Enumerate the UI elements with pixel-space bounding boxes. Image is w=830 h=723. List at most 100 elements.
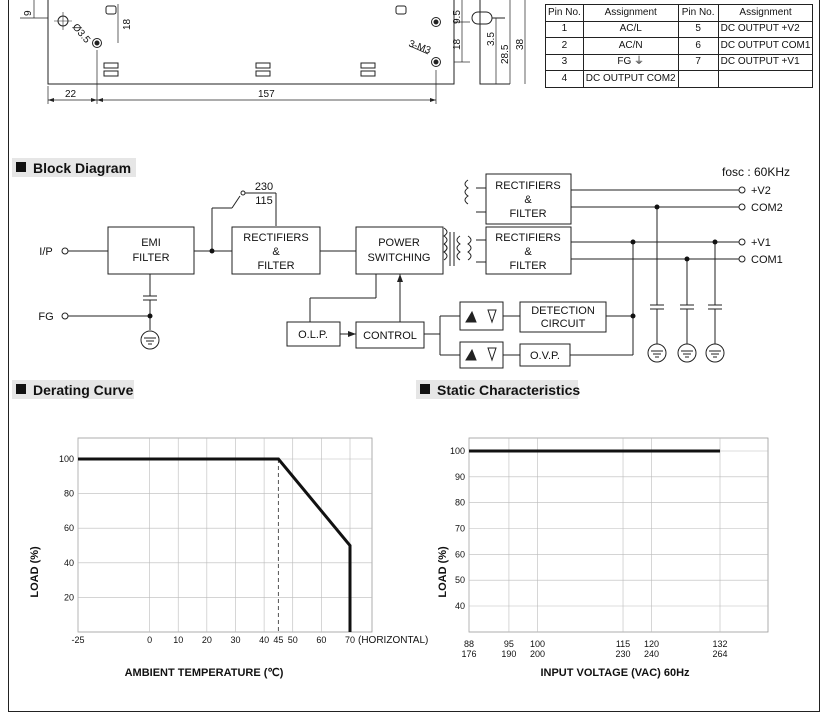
rect-out2-line2: & — [524, 246, 532, 258]
case-outline — [47, 0, 455, 85]
mechanical-labels: 9 18 9.5 3.5 18 28.5 38 22 157 Ø3.5 3-M3 — [23, 10, 526, 100]
spec-sheet-frame — [8, 0, 820, 712]
static-ytick-label: 70 — [455, 524, 465, 534]
dim-38: 38 — [515, 38, 526, 50]
power-line1: POWER — [378, 237, 420, 249]
assign-cell: AC/L — [582, 20, 679, 38]
assign-cell: DC OUTPUT +V2 — [717, 20, 814, 38]
dim-9-5: 9.5 — [452, 10, 463, 24]
derating-series-line — [78, 457, 352, 632]
static-title: Static Characteristics — [437, 382, 580, 398]
static-xtick-label-bottom: 230 — [616, 649, 631, 659]
switch-115-label: 115 — [255, 195, 273, 207]
screw-hole-2 — [431, 17, 441, 27]
derating-xtick-label: 20 — [202, 635, 212, 645]
assign-header-1: Assignment — [582, 4, 679, 22]
static-header: Static Characteristics — [416, 380, 580, 399]
pin-header-2: Pin No. — [677, 4, 719, 22]
rectifier-output-v1-box — [485, 226, 572, 275]
static-xlabel: INPUT VOLTAGE (VAC) 60Hz — [540, 667, 690, 679]
derating-header: Derating Curve — [12, 380, 134, 399]
power-switching-box — [355, 226, 444, 275]
rect-in-line2: & — [272, 246, 280, 258]
pin-cell — [677, 70, 719, 88]
static-xtick-label-top: 95 — [504, 639, 514, 649]
derating-xtick-label: 70 — [345, 635, 355, 645]
detection-line1: DETECTION — [531, 305, 595, 317]
switch-230-label: 230 — [255, 181, 273, 193]
static-xtick-label-bottom: 190 — [501, 649, 516, 659]
emi-line2: FILTER — [132, 252, 169, 264]
dim-9: 9 — [23, 10, 34, 16]
section-bullet — [16, 162, 26, 172]
hole-dim-label: Ø3.5 — [70, 22, 93, 46]
static-xtick-label-bottom: 200 — [530, 649, 545, 659]
table-row: 4 DC OUTPUT COM2 — [545, 70, 814, 88]
pin-header-1: Pin No. — [545, 4, 584, 22]
detection-circuit-box — [519, 301, 607, 333]
rect-in-line3: FILTER — [257, 260, 294, 272]
static-ytick-label: 40 — [455, 601, 465, 611]
static-plot-area — [468, 437, 769, 633]
static-chart: 4050607080901008817695190100200115230120… — [437, 437, 769, 679]
block-diagram-boxes — [107, 173, 607, 367]
fosc-label: fosc : 60KHz — [722, 165, 790, 179]
derating-xtick-label: -25 — [71, 635, 84, 645]
assign-cell: FG ⏚ — [582, 53, 679, 71]
block-diagram-dots — [147, 204, 718, 319]
control-label: CONTROL — [363, 330, 417, 342]
derating-xtick-label: 10 — [173, 635, 183, 645]
dim-28-5: 28.5 — [500, 44, 511, 64]
static-xtick-label-top: 115 — [616, 639, 630, 649]
ovp-label: O.V.P. — [530, 350, 560, 362]
static-ytick-label: 80 — [455, 498, 465, 508]
rect-out1-line3: FILTER — [509, 208, 546, 220]
mechanical-drawing — [20, 0, 526, 104]
pin-assignment-table: Pin No. Assignment Pin No. Assignment 1 … — [545, 4, 814, 88]
rectifier-input-box — [231, 226, 321, 275]
block-diagram-labels: I/P FG EMI FILTER 230 115 RECTIFIERS & F… — [38, 180, 782, 362]
rectifier-output-v2-box — [485, 173, 572, 225]
emi-filter-box — [107, 226, 195, 275]
static-xtick-label-top: 88 — [464, 639, 474, 649]
table-row: 1 AC/L 5 DC OUTPUT +V2 — [545, 20, 814, 38]
static-xtick-label-top: 132 — [712, 639, 727, 649]
v1-label: +V1 — [751, 237, 771, 249]
derating-plot-area — [77, 437, 373, 633]
power-line2: SWITCHING — [368, 252, 431, 264]
derating-x-suffix: (HORIZONTAL) — [358, 635, 428, 646]
assign-cell — [717, 70, 814, 88]
static-xtick-label-top: 120 — [644, 639, 659, 649]
rect-out2-line1: RECTIFIERS — [495, 232, 560, 244]
rect-out1-line1: RECTIFIERS — [495, 180, 560, 192]
com1-label: COM1 — [751, 254, 783, 266]
pin-cell: 3 — [545, 53, 584, 71]
dim-22: 22 — [65, 89, 77, 100]
derating-ytick-label: 100 — [59, 454, 74, 464]
pin-cell: 5 — [677, 20, 719, 38]
derating-xtick-label: 50 — [288, 635, 298, 645]
static-ytick-label: 100 — [450, 446, 465, 456]
assign-cell: DC OUTPUT COM1 — [717, 37, 814, 55]
assign-cell: DC OUTPUT +V1 — [717, 53, 814, 71]
screw-hole-3 — [431, 57, 441, 67]
dim-18-right: 18 — [452, 38, 463, 50]
pin-cell: 1 — [545, 20, 584, 38]
static-xtick-label-bottom: 264 — [712, 649, 727, 659]
detection-line2: CIRCUIT — [541, 318, 586, 330]
pin-cell: 6 — [677, 37, 719, 55]
derating-xlabel: AMBIENT TEMPERATURE (℃) — [125, 667, 284, 679]
ovp-box — [519, 343, 571, 367]
assign-header-2: Assignment — [717, 4, 814, 22]
derating-title: Derating Curve — [33, 382, 134, 398]
derating-xtick-label: 40 — [259, 635, 269, 645]
block-diagram-wires — [61, 179, 746, 369]
rect-out2-line3: FILTER — [509, 260, 546, 272]
derating-xtick-label: 30 — [230, 635, 240, 645]
static-ytick-label: 90 — [455, 472, 465, 482]
dim-3-5: 3.5 — [486, 32, 497, 46]
olp-box — [286, 321, 341, 347]
derating-xtick-label: 60 — [316, 635, 326, 645]
